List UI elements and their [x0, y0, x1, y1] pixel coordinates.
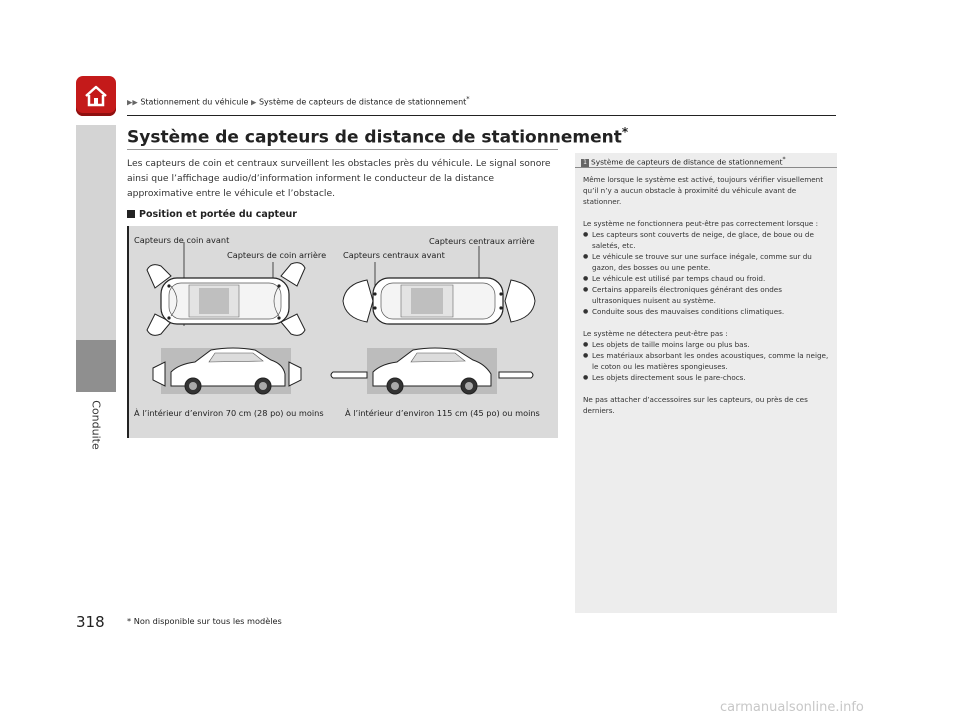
car-topview-corner [146, 262, 306, 336]
page-title: Système de capteurs de distance de stati… [127, 125, 629, 148]
list-item: Le véhicule se trouve sur une surface in… [583, 251, 831, 273]
note-list: Les capteurs sont couverts de neige, de … [583, 229, 831, 317]
label-rear-center-sensors: Capteurs centraux arrière [429, 236, 535, 246]
square-bullet-icon [127, 210, 135, 218]
home-icon [85, 85, 107, 107]
breadcrumb-asterisk: * [466, 95, 470, 103]
breadcrumb-arrow-icon: ▶▶ [127, 98, 138, 107]
note-list: Les objets de taille moins large ou plus… [583, 339, 831, 383]
note-paragraph: Même lorsque le système est activé, touj… [583, 175, 824, 206]
breadcrumb-item-parking[interactable]: Stationnement du véhicule [140, 97, 249, 107]
breadcrumb-arrow-icon: ▶ [251, 98, 257, 107]
label-center-range: À l’intérieur d’environ 115 cm (45 po) o… [345, 408, 540, 418]
label-front-corner-sensors: Capteurs de coin avant [134, 235, 230, 245]
note-paragraph: Ne pas attacher d’accessoires sur les ca… [583, 395, 808, 415]
list-item: Le véhicule est utilisé par temps chaud … [583, 273, 831, 284]
note-paragraph: Le système ne fonctionnera peut-être pas… [583, 219, 819, 228]
title-asterisk: * [621, 125, 629, 139]
list-item: Les objets de taille moins large ou plus… [583, 339, 831, 350]
list-item: Les objets directement sous le pare-choc… [583, 372, 831, 383]
section-heading: Position et portée du capteur [127, 209, 297, 220]
header-divider [127, 115, 836, 116]
home-button[interactable] [76, 76, 116, 116]
car-sideview-corner [152, 347, 302, 395]
list-item: Les capteurs sont couverts de neige, de … [583, 229, 831, 251]
note-paragraph: Le système ne détectera peut-être pas : [583, 329, 728, 338]
car-topview-center [342, 277, 536, 325]
sensor-diagram: Capteurs de coin avant Capteurs centraux… [127, 226, 558, 438]
intro-paragraph: Les capteurs de coin et centraux surveil… [127, 158, 551, 199]
list-item: Certains appareils électroniques généran… [583, 284, 831, 306]
page-number: 318 [76, 613, 105, 631]
sidebar-body: Même lorsque le système est activé, touj… [583, 174, 831, 427]
list-item: Les matériaux absorbant les ondes acoust… [583, 350, 831, 372]
title-divider [127, 149, 558, 150]
label-rear-corner-sensors: Capteurs de coin arrière [227, 250, 327, 260]
watermark: carmanualsonline.info [720, 700, 864, 715]
list-item: Conduite sous des mauvaises conditions c… [583, 306, 831, 317]
car-sideview-center [330, 347, 534, 395]
footnote: * Non disponible sur tous les modèles [127, 616, 282, 626]
note-number-badge: 1 [581, 159, 589, 168]
chapter-tab-bar [76, 125, 116, 340]
breadcrumb-item-sensors[interactable]: Système de capteurs de distance de stati… [258, 97, 467, 107]
breadcrumb: ▶▶ Stationnement du véhicule ▶ Système d… [127, 95, 470, 107]
chapter-tab-label: Conduite [89, 400, 103, 450]
sensor-diagram-figure [146, 242, 536, 395]
label-front-center-sensors: Capteurs centraux avant [343, 250, 445, 260]
label-corner-range: À l’intérieur d’environ 70 cm (28 po) ou… [134, 408, 324, 418]
chapter-tab-active[interactable] [76, 340, 116, 392]
